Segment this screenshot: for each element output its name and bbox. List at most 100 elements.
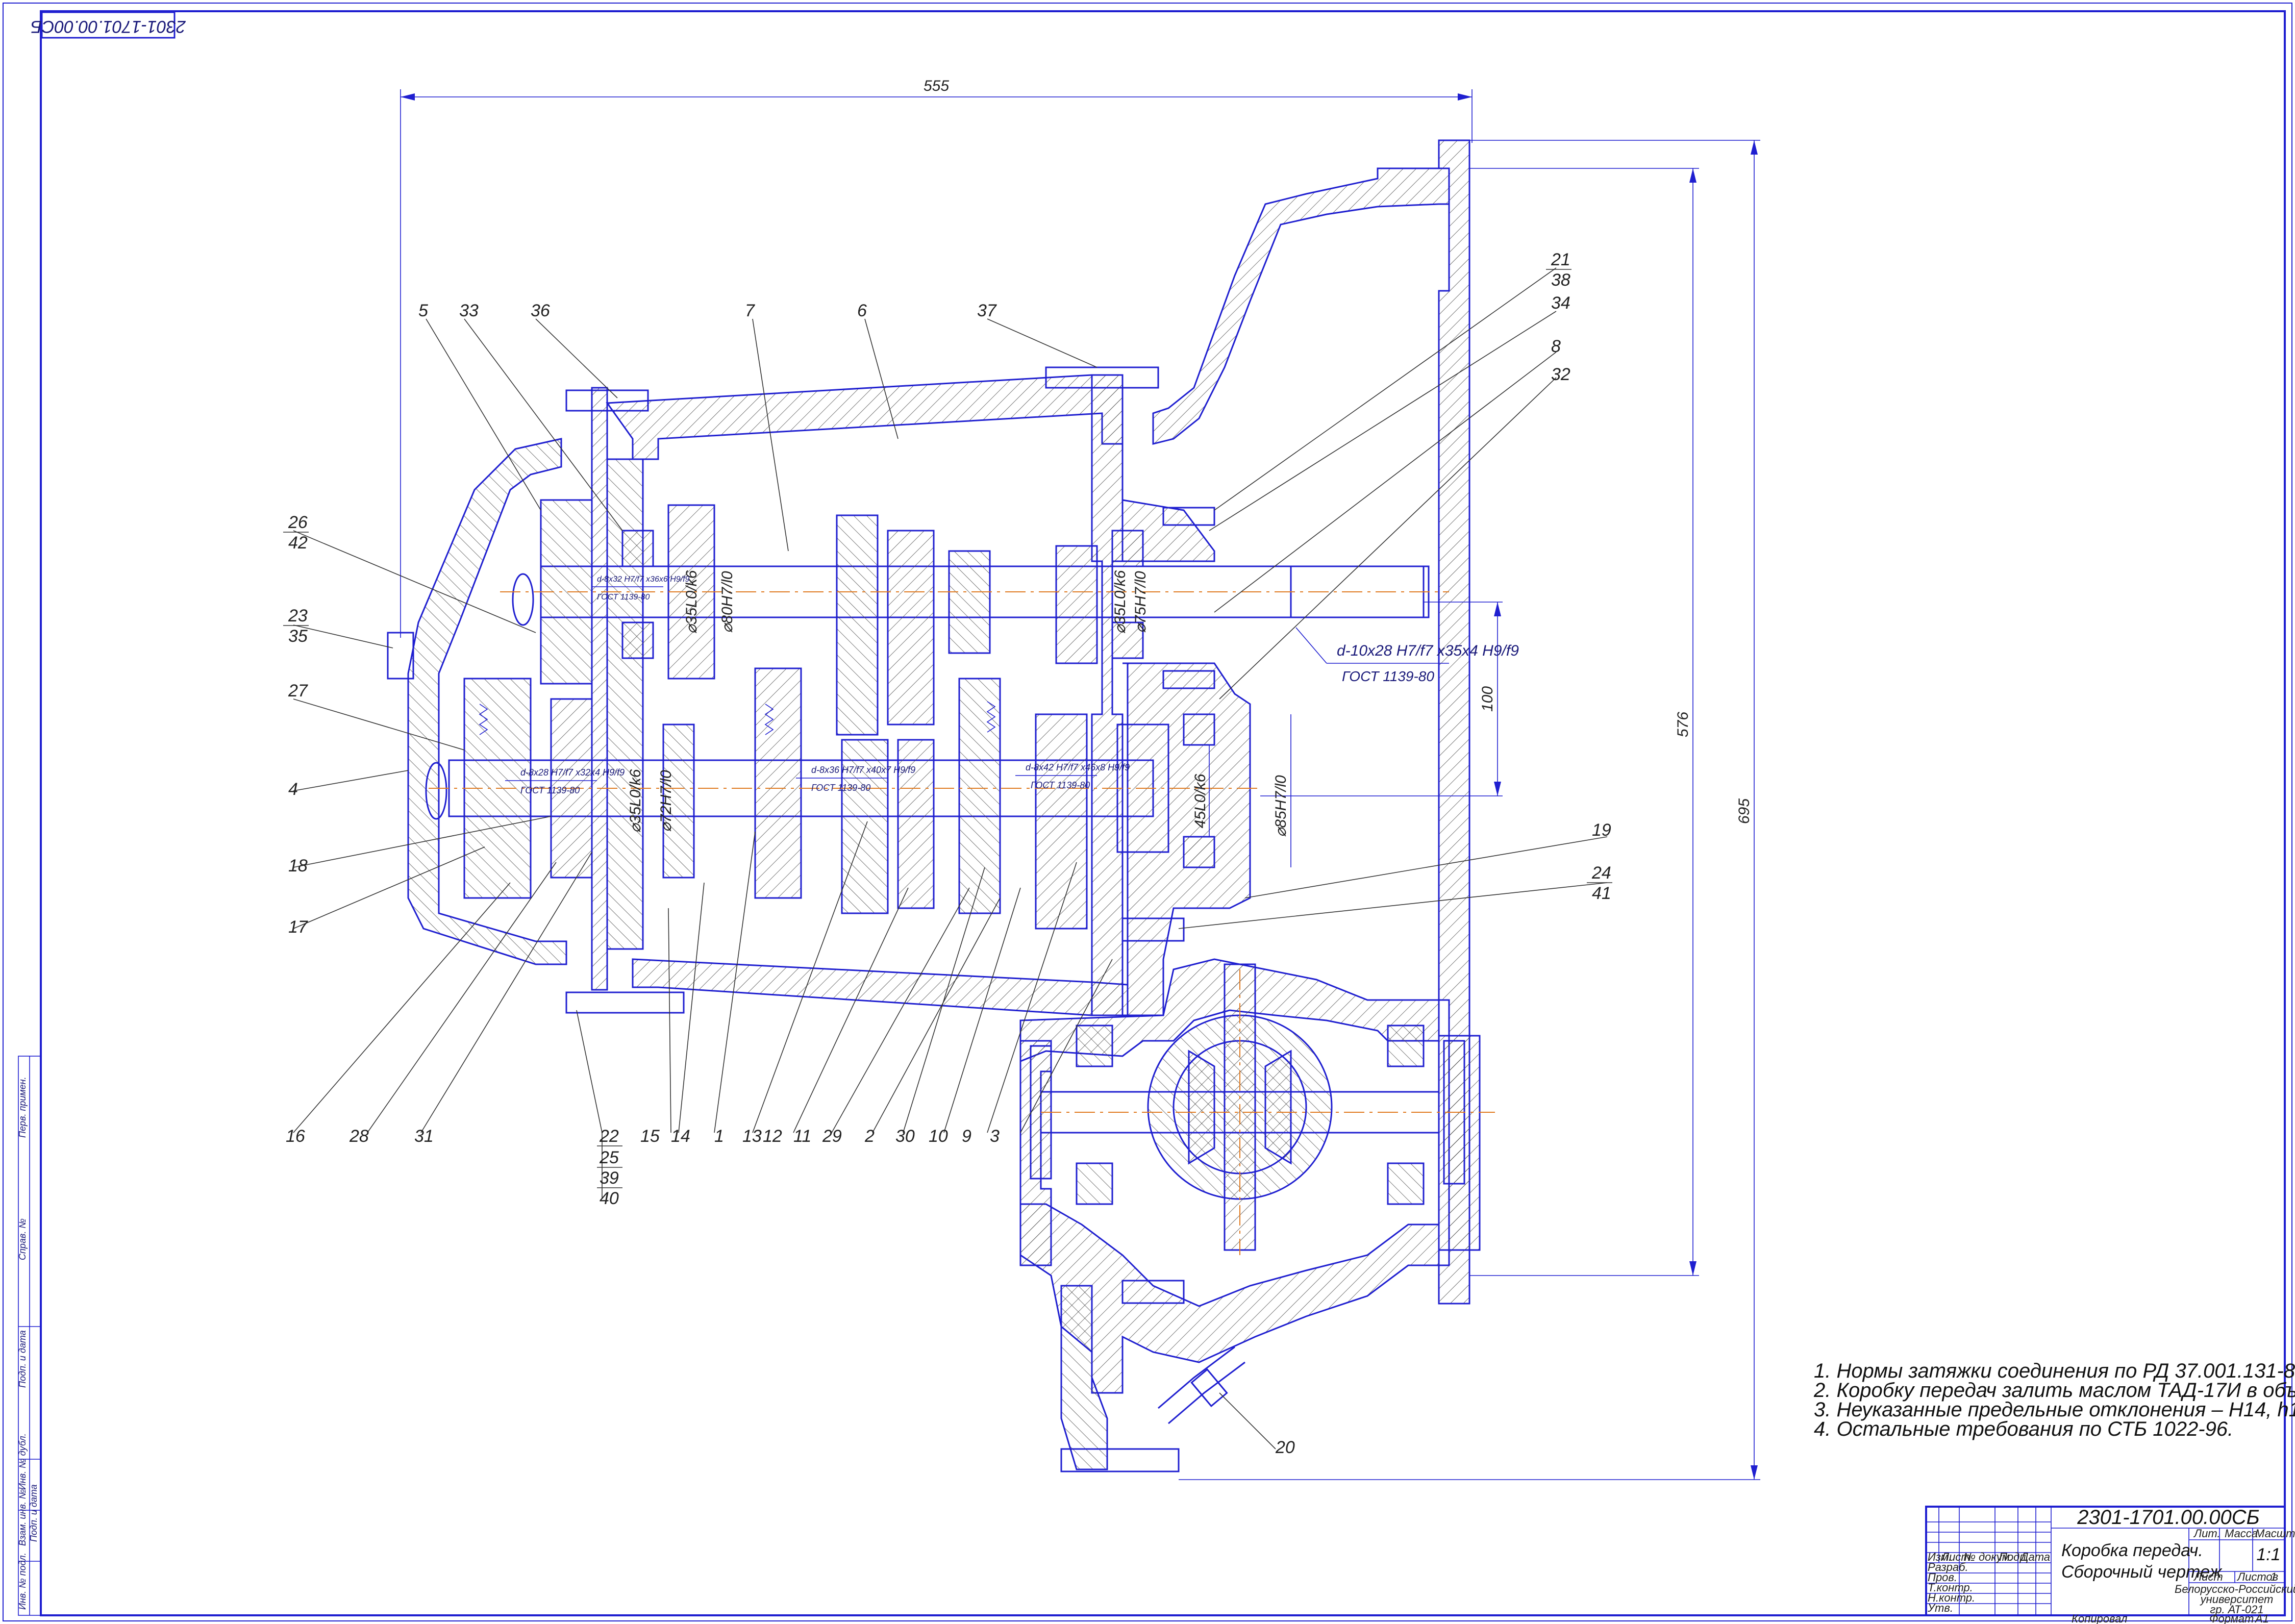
differential-gear-left (1188, 1050, 1215, 1165)
tb-org-3: гр. АТ-021 (2210, 1603, 2263, 1616)
label-23: 23 (288, 606, 308, 626)
label-39: 39 (600, 1168, 619, 1188)
tb-role-nkontr: Н.контр. (1928, 1591, 1975, 1604)
tb-sheets: Листов (2236, 1570, 2278, 1583)
upper-gear-4 (948, 550, 991, 654)
side-vzam: Взам. инв. № (17, 1489, 28, 1546)
label-5: 5 (418, 301, 428, 320)
fit-80-top: ⌀80H7/l0 (719, 571, 736, 633)
label-18: 18 (288, 856, 308, 876)
sync-spring-2 (764, 704, 774, 735)
label-36: 36 (531, 301, 550, 320)
tb-org-2: университет (2200, 1593, 2274, 1606)
spline-b: d-8x36 H7/f7 x40x7 H9/f9 (811, 765, 915, 775)
label-42: 42 (288, 533, 308, 553)
left-cover-flange (591, 387, 608, 991)
pinion-bearing-top (1183, 713, 1215, 746)
tb-row-list: Лист (1940, 1551, 1970, 1563)
label-20: 20 (1275, 1438, 1295, 1457)
axle-bearing-right-top (1387, 1025, 1425, 1067)
label-6: 6 (857, 301, 867, 320)
label-25: 25 (599, 1148, 619, 1167)
side-inv-dubl: Инв. № дубл. (17, 1433, 28, 1490)
dim-695: 695 (1736, 798, 1753, 824)
label-4: 4 (288, 780, 298, 799)
position-labels: 5 33 36 7 6 37 21 38 34 8 32 26 42 23 35… (283, 250, 1612, 1457)
label-16: 16 (286, 1127, 305, 1146)
side-inv-podl: Инв. № подл. (17, 1553, 28, 1610)
inner-frame (40, 10, 2286, 1616)
tb-role-prov: Пров. (1928, 1571, 1957, 1584)
sync-spring-3 (986, 701, 996, 733)
lower-gear-6 (958, 678, 1001, 914)
tb-role-utv: Утв. (1927, 1602, 1953, 1614)
fit-72-left: ⌀72H7/l0 (658, 770, 675, 832)
spline-c-gost: ГОСТ 1139-80 (1031, 780, 1090, 790)
lower-gear-7 (1035, 713, 1088, 930)
upper-bearing-left-bottom (621, 621, 654, 659)
tb-format: Формат (2209, 1612, 2254, 1624)
lower-gear-4 (841, 739, 889, 914)
dim-576: 576 (1675, 712, 1691, 737)
label-3: 3 (990, 1127, 1000, 1146)
label-30: 30 (895, 1127, 915, 1146)
spline-c: d-8x42 H7/f7 x46x8 H9/f9 (1026, 762, 1130, 772)
leaders (293, 267, 1608, 1450)
label-24: 24 (1591, 863, 1611, 883)
upper-gear-1 (667, 504, 715, 680)
tb-row-podp: Подп. (1999, 1551, 2029, 1563)
fit-75-right: ⌀75H7/l0 (1132, 571, 1149, 633)
lower-nut (425, 762, 447, 820)
spline-out-gost: ГОСТ 1139-80 (1342, 668, 1434, 684)
tb-title-1: Коробка передач. (2061, 1541, 2203, 1560)
middle-wall-2 (606, 458, 644, 950)
label-27: 27 (288, 681, 308, 701)
label-29: 29 (822, 1127, 842, 1146)
label-32: 32 (1551, 365, 1570, 384)
label-19: 19 (1592, 820, 1611, 840)
note-2: 2. Коробку передач залить маслом ТАД-17И… (1813, 1379, 2295, 1402)
title-block: 2301-1701.00.00СБ Коробка передач. Сборо… (1925, 1506, 2295, 1624)
fit-35-left: ⌀35L0/k6 (627, 769, 644, 833)
label-12: 12 (763, 1127, 782, 1146)
tb-sheets-value: 1 (2271, 1570, 2277, 1583)
sync-spring-1 (479, 704, 488, 735)
label-11: 11 (793, 1127, 811, 1146)
label-21: 21 (1551, 250, 1570, 269)
pinion-bearing-bottom (1183, 836, 1215, 868)
label-8: 8 (1551, 337, 1561, 356)
drain-arm (1158, 1346, 1245, 1425)
label-33: 33 (459, 301, 479, 320)
label-7: 7 (745, 301, 755, 320)
label-37: 37 (977, 301, 997, 320)
tb-role-tkontr: Т.контр. (1928, 1581, 1973, 1594)
label-10: 10 (929, 1127, 948, 1146)
note-3: 3. Неуказанные предельные отклонения – Н… (1814, 1398, 2295, 1421)
main-housing-lower (632, 958, 1129, 1016)
label-40: 40 (600, 1189, 619, 1208)
side-podp2: Подп. и дата (29, 1484, 39, 1542)
tb-org-1: Белорусско-Российский (2175, 1583, 2295, 1595)
label-35: 35 (288, 627, 308, 646)
tb-copied: Копировал (2072, 1612, 2127, 1624)
upper-bearing-right-bottom (1111, 621, 1144, 659)
technical-notes: 1. Нормы затяжки соединения по РД 37.001… (1813, 1360, 2295, 1440)
tb-row-doc: № докум. (1963, 1551, 2013, 1563)
upper-gear-2 (836, 514, 879, 736)
tb-row-date: Дата (2019, 1551, 2050, 1563)
dim-100: 100 (1479, 686, 1496, 712)
lower-gear-3 (754, 667, 802, 899)
spline-a: d-8x28 H7/f7 x32x4 H9/f9 (520, 767, 625, 778)
upper-nut (512, 573, 534, 626)
dim-555: 555 (924, 78, 949, 94)
tb-row-izm: Изм. (1928, 1551, 1952, 1563)
axle-bearing-left-bottom (1076, 1162, 1113, 1205)
label-13: 13 (742, 1127, 762, 1146)
dimensions: 555 576 695 100 ⌀85H7/l0 45L0/k6 ⌀35L0/k… (400, 78, 1760, 1480)
tb-format-value: А1 (2254, 1612, 2269, 1624)
note-4: 4. Остальные требования по СТБ 1022-96. (1814, 1418, 2233, 1440)
spline-top: d-8x32 H7/f7 x36x6 H9/f9 (597, 575, 690, 584)
spline-top-gost: ГОСТ 1139-80 (597, 593, 650, 602)
fit-85: ⌀85H7/l0 (1273, 775, 1289, 837)
